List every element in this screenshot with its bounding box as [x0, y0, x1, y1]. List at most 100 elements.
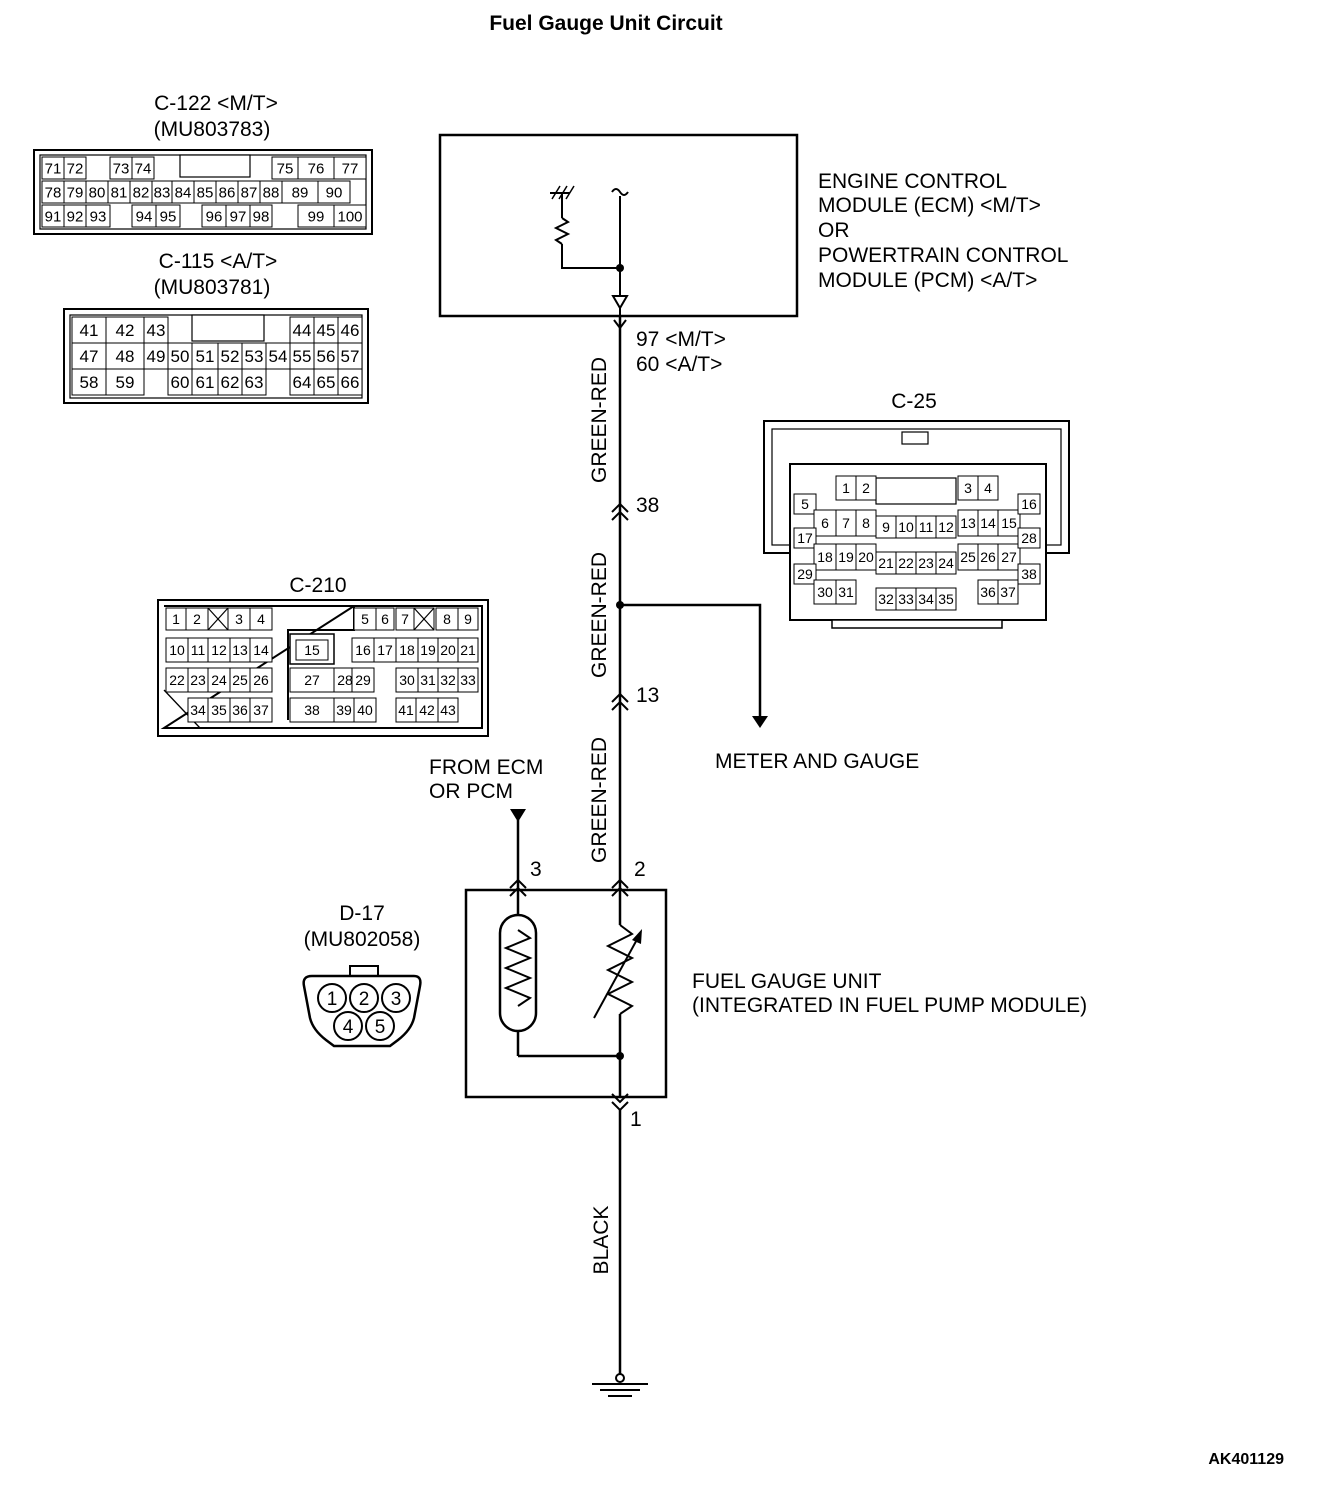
c115-pin-55-cell [289, 342, 315, 370]
c210-pin-12: 12 [211, 642, 227, 658]
c210-pin-26: 26 [253, 672, 269, 688]
terminal-ecm-mt: 97 <M/T> [636, 328, 726, 351]
c210-pin-27-cell [289, 667, 335, 693]
c115-pin-62: 62 [221, 373, 240, 392]
c115-pin-41: 41 [80, 321, 99, 340]
c115-pin-44: 44 [293, 321, 312, 340]
c122-pin-94: 94 [136, 208, 153, 225]
c25-pin-27: 27 [1001, 549, 1017, 565]
c122-pin-83: 83 [154, 184, 171, 201]
c115-pin-56: 56 [317, 347, 336, 366]
c210-pin-38: 38 [304, 702, 320, 718]
connector-c122-part: (MU803783) [154, 118, 271, 141]
c210-pin-18: 18 [399, 642, 415, 658]
c122-pin-88: 88 [263, 184, 280, 201]
c25-pin-1: 1 [842, 480, 850, 496]
c115-pin-60-cell [167, 368, 193, 396]
ecm-label: ENGINE CONTROL MODULE (ECM) <M/T> OR POW… [818, 170, 1068, 292]
c115-pin-61: 61 [196, 373, 215, 392]
ecm-label-line-5: MODULE (PCM) <A/T> [818, 269, 1037, 292]
meter-and-gauge-label: METER AND GAUGE [715, 750, 919, 773]
c115-pin-58-cell [71, 368, 107, 396]
c115-pin-63-cell [241, 368, 267, 396]
c122-pin-77-cell [333, 156, 367, 180]
c115-pin-64-cell [289, 368, 315, 396]
c210-pin-24: 24 [211, 672, 227, 688]
c115-pin-47-cell [71, 342, 107, 370]
d17-pin-4-circle [333, 1011, 363, 1041]
c122-pin-92: 92 [67, 208, 84, 225]
c25-pin-9: 9 [882, 519, 890, 535]
c210-pin-14: 14 [253, 642, 269, 658]
ecm-label-line-4: POWERTRAIN CONTROL [818, 244, 1068, 267]
c115-pin-65-cell [313, 368, 339, 396]
c122-pin-100: 100 [337, 208, 362, 225]
fuel-gauge-unit [464, 888, 668, 1112]
c122-pin-93-cell [85, 204, 111, 228]
d17-pin-1: 1 [327, 989, 338, 1010]
c122-pin-84: 84 [175, 184, 192, 201]
c122-pin-90-cell [317, 180, 351, 204]
c210-pin-7: 7 [401, 611, 409, 627]
c210-pin-29-cell [351, 667, 375, 693]
terminal-3: 3 [530, 858, 542, 881]
diagram-title: Fuel Gauge Unit Circuit [489, 12, 722, 35]
c210-pin-5: 5 [361, 611, 369, 627]
wire-label-green-red-2: GREEN-RED [588, 552, 611, 678]
c210-pin-2: 2 [193, 611, 201, 627]
c115-pin-59: 59 [116, 373, 135, 392]
c115-pin-41-cell [71, 316, 107, 344]
reference-code: AK401129 [1208, 1451, 1284, 1468]
c210-pin-33-cell [457, 667, 479, 693]
c210-pin-34: 34 [190, 702, 206, 718]
c115-pin-43: 43 [147, 321, 166, 340]
c25-pin-28: 28 [1021, 530, 1037, 546]
wire-black-ground [592, 1110, 648, 1397]
connector-c25-name: C-25 [891, 390, 937, 413]
c210-pin-42: 42 [419, 702, 435, 718]
c122-pin-78: 78 [45, 184, 62, 201]
c115-pin-45: 45 [317, 321, 336, 340]
c210-pin-15: 15 [304, 642, 320, 658]
c115-pin-59-cell [105, 368, 145, 396]
c25-pin-4: 4 [984, 480, 992, 496]
d17-pin-5: 5 [375, 1017, 386, 1038]
c25-pin-38-cell [1017, 563, 1041, 585]
c25-pin-38: 38 [1021, 566, 1037, 582]
c115-pin-52: 52 [221, 347, 240, 366]
c210-pin-4: 4 [257, 611, 265, 627]
c210-pin-13: 13 [232, 642, 248, 658]
c115-pin-66: 66 [341, 373, 360, 392]
c115-pin-45-cell [313, 316, 339, 344]
c122-pin-90: 90 [326, 184, 343, 201]
c115-pin-54: 54 [269, 347, 288, 366]
c25-pin-35-cell [935, 587, 957, 611]
c122-pin-98: 98 [253, 208, 270, 225]
connector-c115-name: C-115 <A/T> [159, 250, 278, 273]
c25-pin-12: 12 [938, 519, 954, 535]
c25-pin-11: 11 [919, 519, 934, 535]
c115-pin-57: 57 [341, 347, 360, 366]
c25-pin-15: 15 [1001, 515, 1017, 531]
terminal-1: 1 [630, 1108, 642, 1131]
c115-pin-54-cell [265, 342, 291, 370]
c210-pin-33: 33 [460, 672, 476, 688]
c210-pin-26-cell [249, 667, 273, 693]
c115-pin-46: 46 [341, 321, 360, 340]
d17-pin-4: 4 [343, 1017, 354, 1038]
c115-pin-47: 47 [80, 347, 99, 366]
c122-pin-81: 81 [111, 184, 128, 201]
c25-pin-19: 19 [838, 549, 854, 565]
c122-pin-100-cell [333, 204, 367, 228]
c210-pin-23: 23 [190, 672, 206, 688]
c115-pin-51: 51 [196, 347, 215, 366]
c122-pin-95-cell [155, 204, 181, 228]
c210-pin-43: 43 [440, 702, 456, 718]
c25-pin-15-cell [997, 509, 1021, 537]
c210-pin-8: 8 [443, 611, 451, 627]
c115-pin-66-cell [337, 368, 363, 396]
c122-pin-89: 89 [292, 184, 309, 201]
c115-pin-48: 48 [116, 347, 135, 366]
